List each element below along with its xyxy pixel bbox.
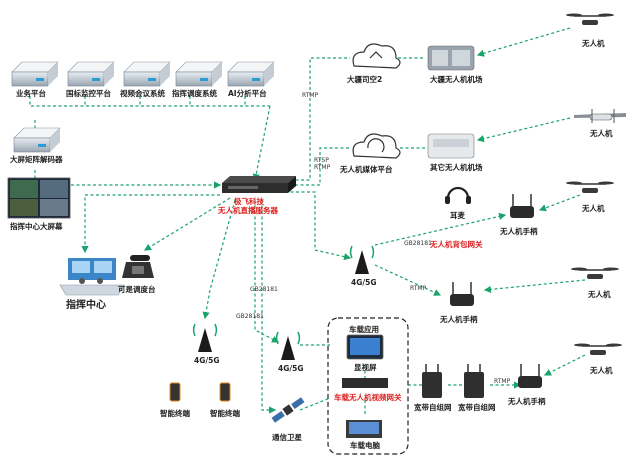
proto-rtmp-bottom: RTMP (494, 378, 511, 385)
proto-rtmp-right: RTMP (410, 285, 427, 292)
label-command-center: 指挥中心 (66, 300, 106, 311)
label-smart-term2: 智能终端 (210, 409, 240, 418)
label-dispatch-sys: 指挥调度系统 (172, 89, 217, 98)
headset-icon (445, 186, 471, 204)
vehicle-devices (342, 334, 388, 438)
label-biz-platform: 业务平台 (16, 89, 46, 98)
cloud-icon (352, 43, 401, 159)
big-screen-icon (7, 177, 71, 219)
label-handheld3: 无人机手柄 (508, 397, 546, 406)
proto-rtmp-mid: RTMP (314, 164, 331, 171)
smart-terminal-icons (169, 382, 231, 402)
drone-icons (566, 13, 626, 355)
label-handheld2: 无人机手柄 (440, 315, 478, 324)
connection-lines (29, 27, 586, 415)
dock-icons (427, 45, 475, 159)
label-vehicle-gw: 车载无人机视频网关 (334, 393, 402, 402)
label-video-conf: 视频会议系统 (120, 89, 165, 98)
label-backpack-gw: 无人机背包网关 (430, 240, 483, 249)
label-dji-dock: 大疆无人机机场 (430, 75, 483, 84)
command-center-icon (59, 258, 125, 296)
label-dji-sky: 大疆司空2 (347, 75, 383, 84)
mesh-icons (422, 364, 484, 398)
label-big-screen: 指挥中心大屏幕 (10, 222, 63, 231)
proto-rtsp: RTSP (314, 157, 329, 164)
label-matrix-decoder: 大屏矩阵解码器 (10, 155, 63, 164)
handheld-icons (450, 194, 542, 388)
proto-rtmp-top: RTMP (302, 92, 319, 99)
label-tower-mid: 4G/5G (278, 364, 304, 373)
label-dispatch-desk: 可是调度台 (118, 285, 156, 294)
central-server-icon (222, 176, 296, 193)
label-intl-monitor: 国标监控平台 (66, 89, 111, 98)
vehicle-box (327, 317, 409, 455)
proto-gb1: GB28181 (404, 240, 432, 247)
label-server-line2: 无人机直播服务器 (218, 206, 278, 215)
phone-icon (122, 255, 154, 278)
label-smart-term1: 智能终端 (160, 409, 190, 418)
server-icons (11, 61, 275, 153)
label-tower-left: 4G/5G (194, 356, 220, 365)
label-uav1: 无人机 (582, 39, 605, 48)
label-ai-platform: AI分析平台 (228, 89, 267, 98)
proto-gb3: GB28181 (236, 313, 264, 320)
tower-icons (192, 245, 375, 360)
label-tower-main: 4G/5G (351, 278, 377, 287)
label-vehicle-app: 车载应用 (349, 325, 379, 334)
label-satellite: 通信卫星 (272, 433, 302, 442)
satellite-icon (271, 397, 305, 423)
label-uav5: 无人机 (590, 366, 613, 375)
proto-gb2: GB28181 (250, 286, 278, 293)
label-uav-media: 无人机媒体平台 (340, 165, 393, 174)
label-vehicle-pc: 车载电脑 (350, 441, 380, 450)
label-uav2: 无人机 (590, 129, 613, 138)
label-mesh1: 宽带自组网 (414, 403, 452, 412)
label-uav4: 无人机 (588, 290, 611, 299)
label-server-line1: 极飞科技 (234, 197, 264, 206)
label-mesh2: 宽带自组网 (458, 403, 496, 412)
label-handheld1: 无人机手柄 (500, 227, 538, 236)
label-display: 显视屏 (354, 363, 377, 372)
label-headset: 耳麦 (450, 211, 465, 220)
label-other-dock: 其它无人机机场 (430, 163, 483, 172)
label-uav3: 无人机 (582, 204, 605, 213)
